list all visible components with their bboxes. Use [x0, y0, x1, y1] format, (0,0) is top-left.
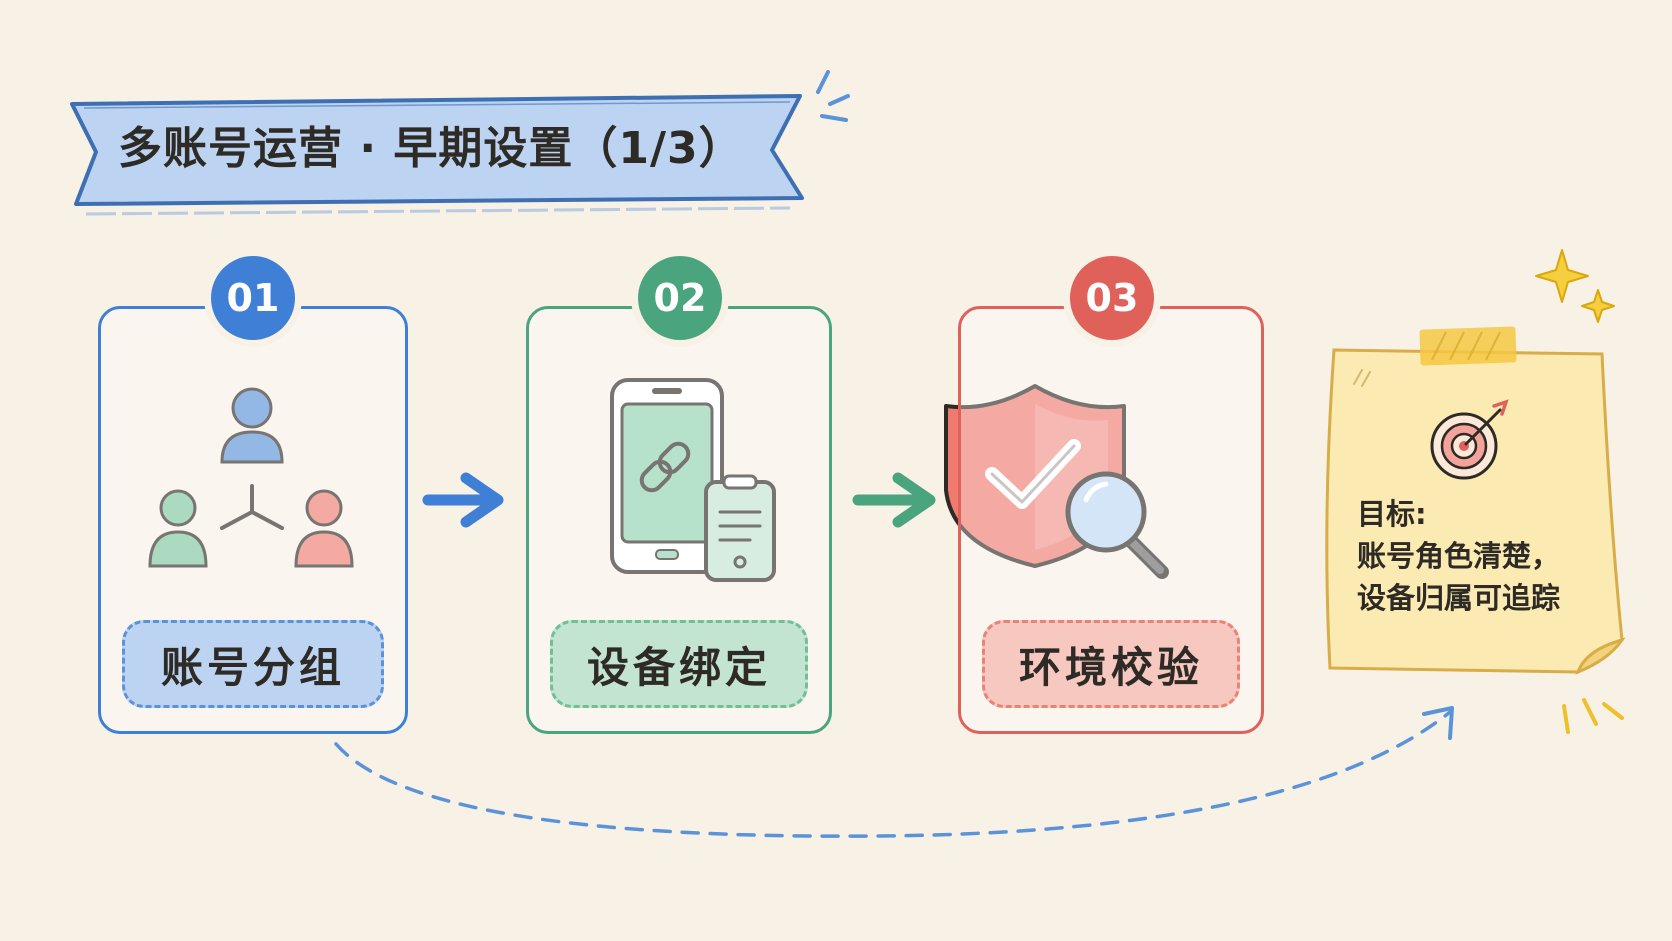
target-icon	[1430, 399, 1509, 480]
sticky-note	[1325, 326, 1626, 675]
goal-line: 账号角色清楚，	[1357, 539, 1561, 573]
page-title: 多账号运营 · 早期设置（1/3）	[118, 123, 744, 174]
goal-heading: 目标:	[1357, 497, 1427, 531]
user-group-icon	[148, 387, 354, 568]
step-number-badge: 03	[1070, 256, 1154, 340]
step-number-badge: 02	[638, 256, 722, 340]
arrow-right-icon	[422, 472, 504, 528]
sparkle-icon	[1535, 249, 1615, 323]
step-label: 环境校验	[982, 620, 1240, 708]
step-label: 账号分组	[122, 620, 384, 708]
step-label: 设备绑定	[550, 620, 808, 708]
phone-link-icon	[610, 378, 776, 582]
goal-note-text: 目标: 账号角色清楚， 设备归属可追踪	[1357, 493, 1617, 619]
title-ribbon	[70, 94, 804, 216]
step-number-badge: 01	[211, 256, 295, 340]
sparkle-lines-icon	[1562, 698, 1624, 734]
goal-line: 设备归属可追踪	[1357, 581, 1561, 615]
shield-check-icon	[944, 384, 1169, 579]
sparkle-lines-icon	[816, 70, 850, 122]
dashed-return-arrow	[334, 706, 1454, 838]
arrow-right-icon	[852, 472, 936, 528]
